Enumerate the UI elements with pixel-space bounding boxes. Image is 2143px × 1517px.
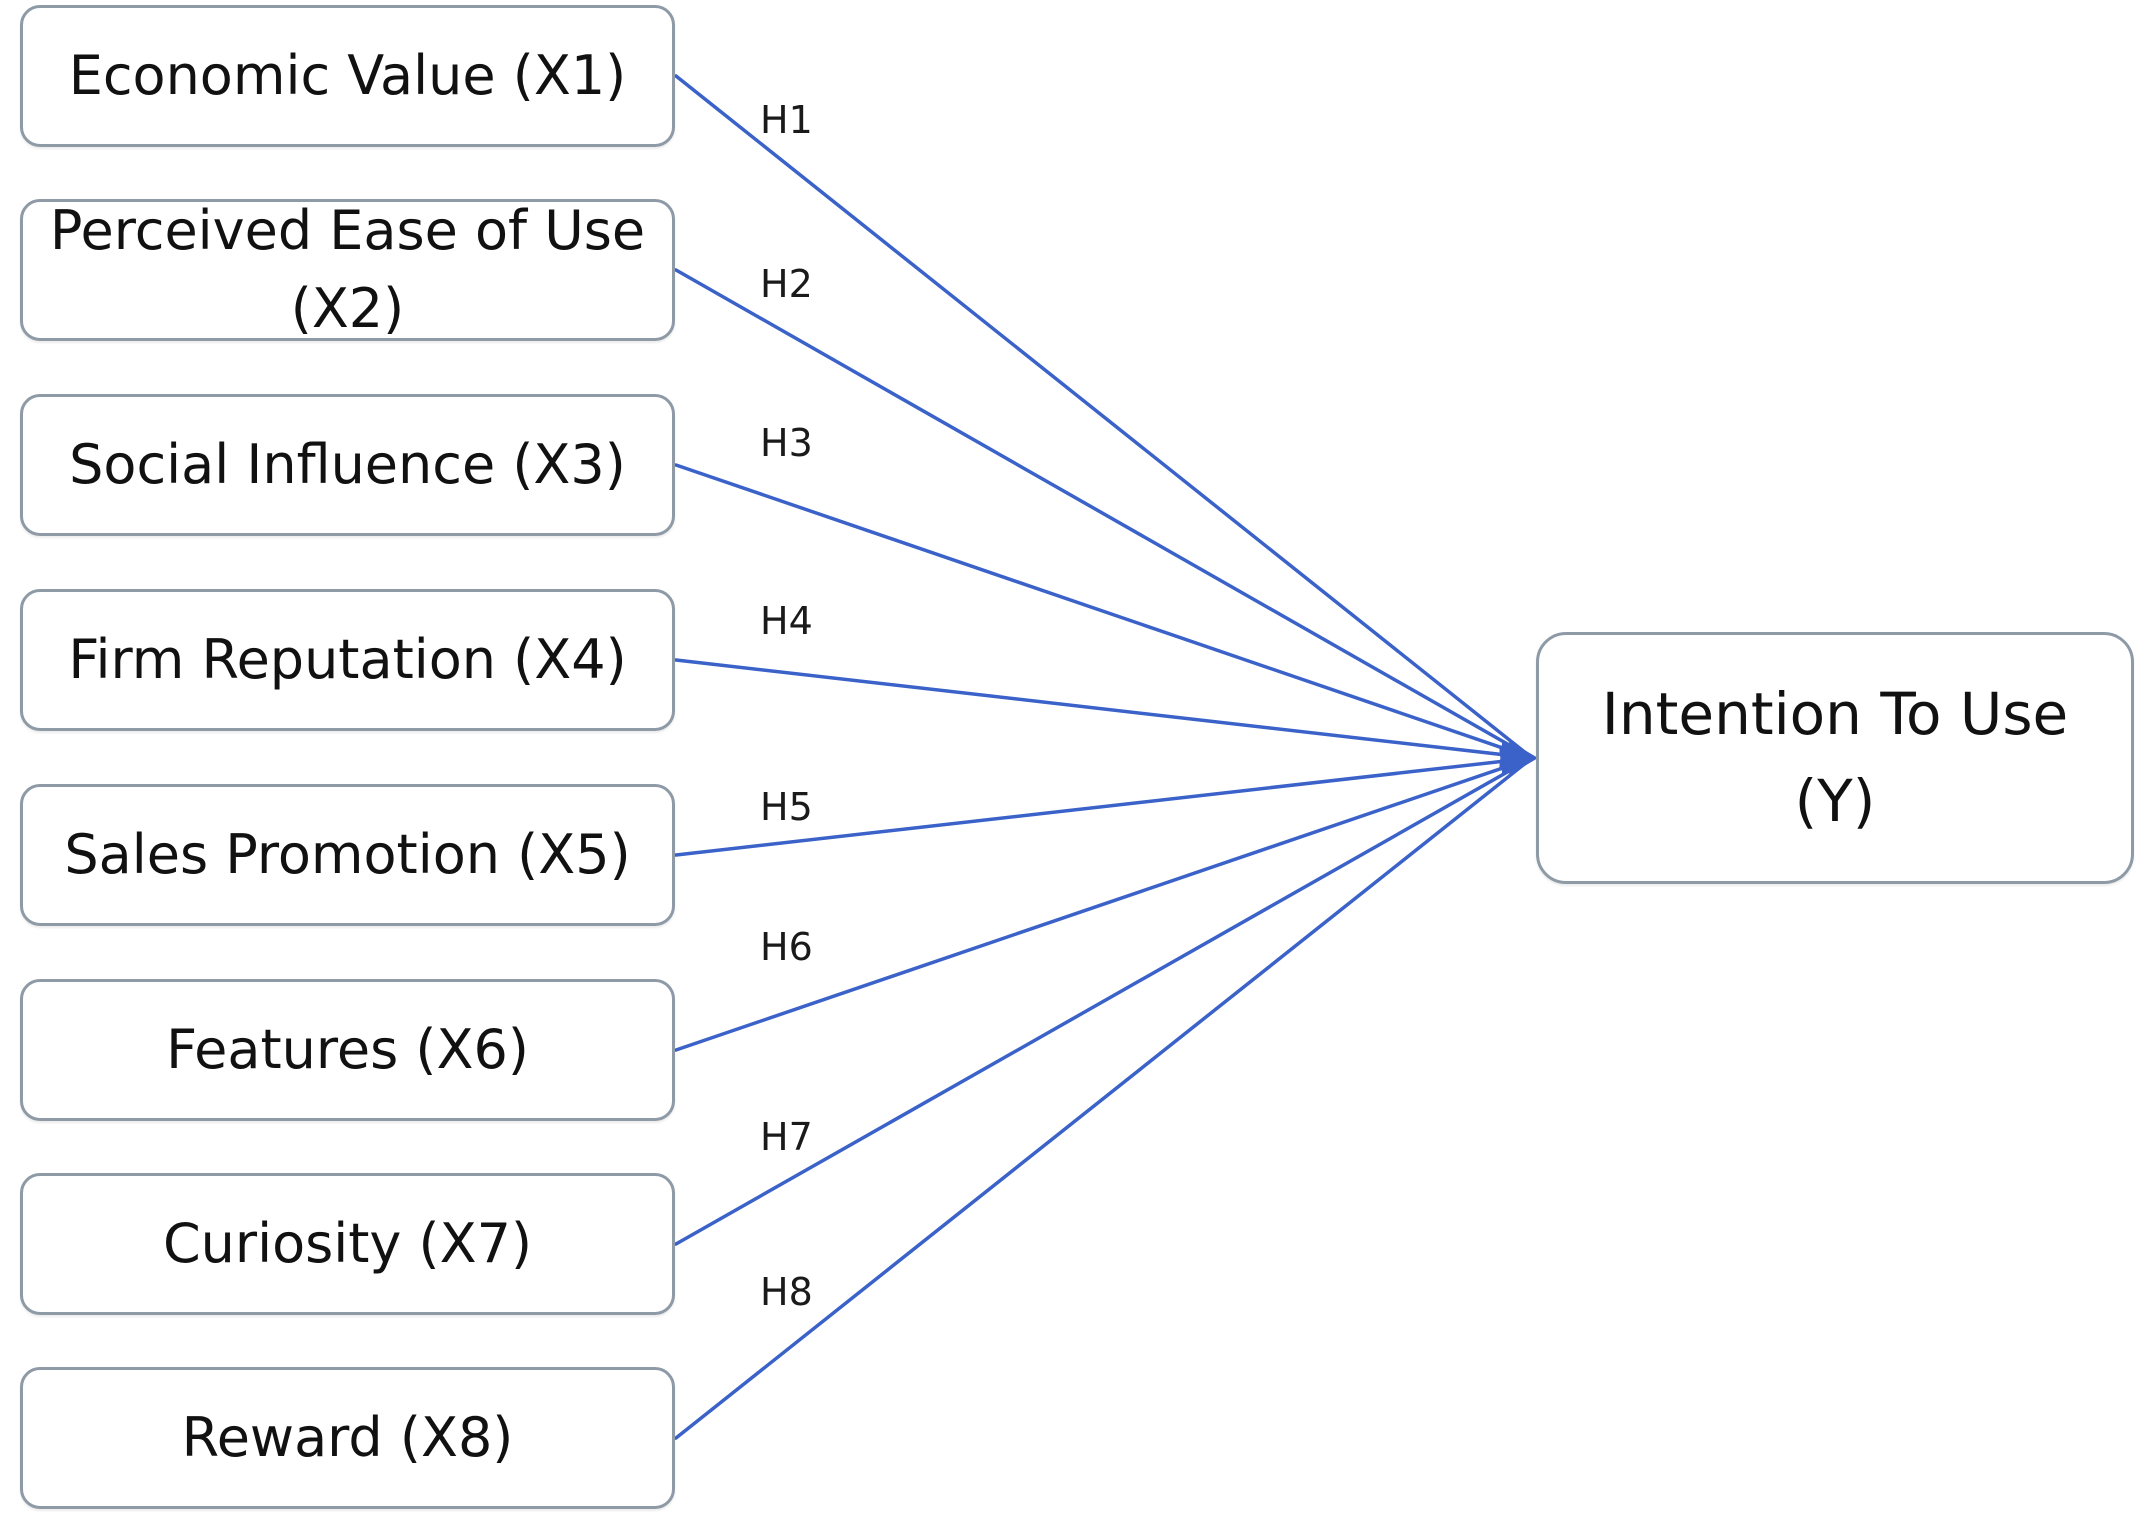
hypothesis-label-h1: H1 <box>760 98 813 142</box>
predictor-box-features: Features (X6) <box>20 979 675 1121</box>
hypothesis-label-h5: H5 <box>760 785 813 829</box>
predictor-label-social-influence: Social Influence (X3) <box>69 432 626 496</box>
predictor-box-sales-promotion: Sales Promotion (X5) <box>20 784 675 926</box>
arrow-h3 <box>674 463 1534 760</box>
hypothesis-label-h2: H2 <box>760 262 813 306</box>
predictor-label-features: Features (X6) <box>166 1017 529 1081</box>
predictor-label-curiosity: Curiosity (X7) <box>162 1211 533 1275</box>
arrow-h4 <box>674 658 1536 769</box>
predictor-label-firm-reputation: Firm Reputation (X4) <box>68 627 627 691</box>
arrow-h5 <box>674 747 1536 857</box>
predictor-box-social-influence: Social Influence (X3) <box>20 394 675 536</box>
predictor-box-firm-reputation: Firm Reputation (X4) <box>20 589 675 731</box>
arrow-h7 <box>674 756 1534 1246</box>
hypothesis-label-h4: H4 <box>760 599 813 643</box>
hypothesis-label-h7: H7 <box>760 1115 813 1159</box>
predictor-label-economic-value: Economic Value (X1) <box>68 43 627 107</box>
arrow-h6 <box>674 756 1534 1052</box>
predictor-box-reward: Reward (X8) <box>20 1367 675 1509</box>
arrow-h2 <box>674 268 1534 760</box>
predictor-label-perceived-ease-of-use: Perceived Ease of Use (X2) <box>49 198 646 340</box>
predictor-box-economic-value: Economic Value (X1) <box>20 5 675 147</box>
hypothesis-label-h8: H8 <box>760 1270 813 1314</box>
arrowhead-icon <box>1508 740 1538 776</box>
predictor-label-reward: Reward (X8) <box>181 1405 514 1469</box>
predictor-label-sales-promotion: Sales Promotion (X5) <box>64 822 631 886</box>
outcome-label: Intention To Use (Y) <box>1601 680 2069 835</box>
predictor-box-curiosity: Curiosity (X7) <box>20 1173 675 1315</box>
outcome-box-intention-to-use: Intention To Use (Y) <box>1536 632 2134 884</box>
arrow-h1 <box>674 74 1534 760</box>
hypothesis-label-h6: H6 <box>760 925 813 969</box>
predictor-box-perceived-ease-of-use: Perceived Ease of Use (X2) <box>20 199 675 341</box>
arrow-h8 <box>674 756 1534 1440</box>
hypothesis-label-h3: H3 <box>760 421 813 465</box>
